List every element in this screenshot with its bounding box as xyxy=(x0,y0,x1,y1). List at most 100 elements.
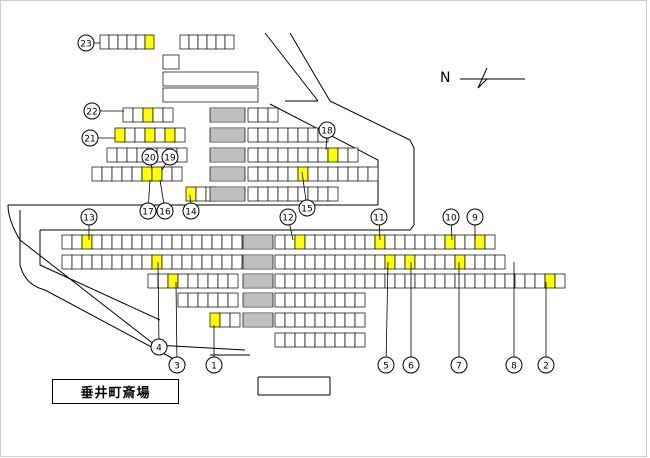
plot-marker-11: 11 xyxy=(370,208,388,226)
grave-plot xyxy=(474,254,486,270)
grave-plot xyxy=(215,34,226,50)
grave-plot xyxy=(126,147,138,163)
leader-line xyxy=(157,261,160,348)
grave-plot xyxy=(324,312,336,328)
grave-plot-highlighted xyxy=(141,166,153,182)
grave-plot xyxy=(267,147,279,163)
grave-plot xyxy=(151,234,163,250)
grave-plot xyxy=(161,234,173,250)
grave-row xyxy=(274,292,366,308)
grave-plot xyxy=(374,273,386,289)
grave-row xyxy=(162,54,180,70)
grave-plot xyxy=(484,273,496,289)
grave-plot xyxy=(324,332,336,348)
grave-plot xyxy=(229,312,241,328)
grave-plot xyxy=(277,166,289,182)
grave-plot xyxy=(314,292,326,308)
marker-label: 23 xyxy=(80,40,91,50)
grave-plot xyxy=(247,186,259,202)
grave-plot xyxy=(347,166,359,182)
grave-plot xyxy=(484,254,496,270)
grave-plot xyxy=(364,234,376,250)
grave-plot xyxy=(221,234,233,250)
grave-plot xyxy=(334,234,346,250)
grave-plot xyxy=(304,332,316,348)
grave-row xyxy=(274,234,496,250)
grave-row xyxy=(61,254,243,270)
grave-plot xyxy=(106,147,118,163)
grave-plot xyxy=(354,312,366,328)
plot-marker-8: 8 xyxy=(505,356,523,374)
grave-plot xyxy=(474,273,486,289)
grave-plot xyxy=(314,332,326,348)
plot-marker-1: 1 xyxy=(205,356,223,374)
grave-plot xyxy=(304,234,316,250)
grave-plot xyxy=(211,254,223,270)
grave-plot xyxy=(294,292,306,308)
grave-plot xyxy=(227,273,239,289)
stair-block xyxy=(242,254,274,270)
plot-marker-16: 16 xyxy=(156,202,174,220)
grave-plot-highlighted xyxy=(384,254,396,270)
stair-block xyxy=(209,186,246,202)
grave-plot xyxy=(231,254,243,270)
grave-plot xyxy=(364,273,376,289)
grave-row xyxy=(114,127,186,143)
grave-plot-highlighted xyxy=(114,127,126,143)
grave-plot xyxy=(274,312,286,328)
grave-plot xyxy=(434,254,446,270)
grave-plot xyxy=(211,234,223,250)
grave-plot xyxy=(177,292,189,308)
grave-plot xyxy=(307,166,319,182)
grave-plot xyxy=(267,166,279,182)
grave-plot xyxy=(394,234,406,250)
stair-block xyxy=(209,107,246,123)
grave-plot xyxy=(111,166,123,182)
grave-plot xyxy=(334,312,346,328)
marker-label: 7 xyxy=(456,362,462,372)
marker-label: 5 xyxy=(383,362,389,372)
grave-plot xyxy=(394,273,406,289)
grave-plot xyxy=(514,273,526,289)
grave-plot xyxy=(131,166,143,182)
marker-label: 4 xyxy=(156,344,162,354)
grave-plot xyxy=(201,234,213,250)
plot-marker-21: 21 xyxy=(81,129,99,147)
grave-plot xyxy=(287,147,299,163)
marker-label: 10 xyxy=(445,214,457,224)
grave-plot xyxy=(297,127,309,143)
grave-plot-highlighted xyxy=(164,127,176,143)
grave-plot-highlighted xyxy=(544,273,556,289)
marker-label: 21 xyxy=(84,135,95,145)
grave-plot xyxy=(174,127,186,143)
grave-plot xyxy=(274,234,286,250)
plot-marker-10: 10 xyxy=(442,208,460,226)
grave-plot xyxy=(357,166,369,182)
grave-plot xyxy=(454,273,466,289)
plot-marker-19: 19 xyxy=(161,148,179,166)
grave-plot-highlighted xyxy=(185,186,197,202)
grave-plot xyxy=(334,273,346,289)
grave-plot xyxy=(294,254,306,270)
grave-plot xyxy=(304,312,316,328)
grave-plot xyxy=(344,254,356,270)
grave-plot xyxy=(284,254,296,270)
grave-plot xyxy=(384,234,396,250)
grave-plot xyxy=(227,292,239,308)
grave-plot xyxy=(191,254,203,270)
grave-plot xyxy=(181,234,193,250)
plot-marker-7: 7 xyxy=(450,356,468,374)
grave-plot xyxy=(337,166,349,182)
grave-plot xyxy=(284,332,296,348)
grave-plot xyxy=(434,234,446,250)
grave-plot-highlighted xyxy=(327,147,339,163)
grave-plot xyxy=(231,234,243,250)
plot-marker-18: 18 xyxy=(318,121,336,139)
grave-plot xyxy=(162,107,174,123)
grave-plot xyxy=(294,312,306,328)
grave-plot xyxy=(424,254,436,270)
grave-plot xyxy=(297,147,309,163)
grave-plot xyxy=(217,292,229,308)
plot-marker-3: 3 xyxy=(168,356,186,374)
grave-plot xyxy=(277,147,289,163)
